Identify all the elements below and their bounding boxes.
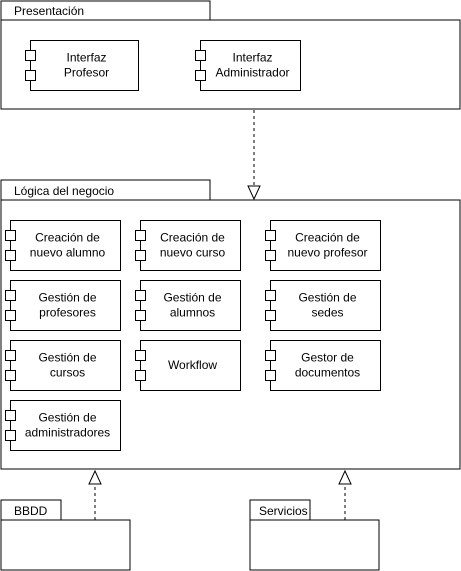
dependency-bbdd-to-logica: [88, 469, 102, 520]
component-box: [270, 220, 381, 271]
component-port-icon: [195, 70, 206, 81]
component-port-icon: [5, 410, 16, 421]
component-port-icon: [5, 370, 16, 381]
component-port-icon: [265, 230, 276, 241]
component-label-line: Gestión de: [38, 411, 96, 425]
component-label-line: Creación de: [35, 231, 100, 245]
component-port-icon: [265, 370, 276, 381]
package-presentacion-label: Presentación: [14, 4, 84, 18]
component-box: [140, 340, 241, 391]
package-bbdd-label: BBDD: [14, 504, 48, 518]
package-logica-label: Lógica del negocio: [14, 184, 114, 198]
component-label-line: Gestión de: [163, 291, 221, 305]
component-port-icon: [135, 370, 146, 381]
component-label-line: administradores: [25, 426, 110, 440]
component-label-line: sedes: [311, 306, 343, 320]
component-box: [270, 280, 381, 331]
component-label-line: Workflow: [168, 358, 217, 372]
package-bbdd: BBDD: [0, 499, 131, 571]
component-port-icon: [135, 310, 146, 321]
component-label-line: Profesor: [64, 66, 109, 80]
component-port-icon: [25, 50, 36, 61]
component-label-line: nuevo curso: [160, 246, 226, 260]
component-label-line: Gestión de: [298, 291, 356, 305]
component-port-icon: [5, 350, 16, 361]
component-port-icon: [195, 50, 206, 61]
component-box: [10, 340, 121, 391]
component-box: [30, 40, 139, 91]
package-servicios: Servicios: [249, 499, 380, 571]
component-workflow[interactable]: Workflow: [135, 340, 241, 391]
component-port-icon: [265, 310, 276, 321]
component-box: [140, 280, 241, 331]
component-box: [10, 280, 121, 331]
component-box: [10, 400, 121, 451]
component-label-line: Interfaz: [232, 51, 272, 65]
component-port-icon: [265, 290, 276, 301]
dependency-logica-to-presentacion: [247, 110, 261, 201]
component-label-line: alumnos: [170, 306, 215, 320]
component-port-icon: [135, 290, 146, 301]
component-label-line: nuevo alumno: [30, 246, 106, 260]
package-servicios-body: [249, 519, 380, 571]
component-label-line: Gestión de: [38, 351, 96, 365]
component-label-line: nuevo profesor: [287, 246, 367, 260]
component-label-line: cursos: [50, 366, 85, 380]
component-box: [10, 220, 121, 271]
package-servicios-label: Servicios: [259, 504, 308, 518]
component-label-line: Gestor de: [301, 351, 354, 365]
component-port-icon: [5, 290, 16, 301]
component-box: [140, 220, 241, 271]
components-layer: InterfazProfesorInterfazAdministradorCre…: [5, 40, 381, 451]
component-label-line: Gestión de: [38, 291, 96, 305]
component-label-line: documentos: [295, 366, 360, 380]
component-port-icon: [135, 250, 146, 261]
component-port-icon: [5, 310, 16, 321]
component-port-icon: [5, 250, 16, 261]
component-port-icon: [135, 350, 146, 361]
dependency-servicios-to-logica: [338, 469, 352, 520]
component-box: [200, 40, 301, 91]
component-label-line: profesores: [39, 306, 96, 320]
arrowhead-triangle: [88, 469, 102, 485]
component-box: [270, 340, 381, 391]
component-label-line: Administrador: [215, 66, 289, 80]
component-label-line: Interfaz: [66, 51, 106, 65]
arrowhead-triangle: [338, 469, 352, 485]
package-bbdd-body: [0, 519, 131, 571]
component-port-icon: [5, 430, 16, 441]
component-port-icon: [25, 70, 36, 81]
arrowhead-triangle: [247, 185, 261, 201]
component-port-icon: [135, 230, 146, 241]
component-port-icon: [265, 250, 276, 261]
component-label-line: Creación de: [160, 231, 225, 245]
component-port-icon: [265, 350, 276, 361]
component-label-line: Creación de: [295, 231, 360, 245]
component-port-icon: [5, 230, 16, 241]
